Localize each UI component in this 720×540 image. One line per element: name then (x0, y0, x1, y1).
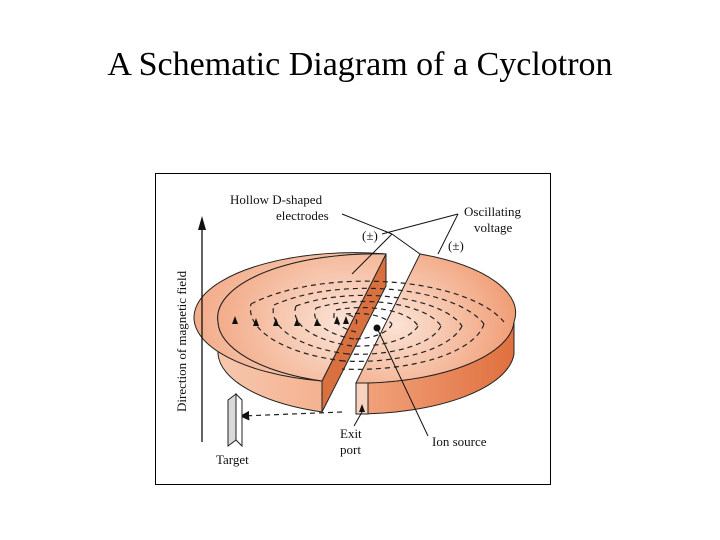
electrodes-label-line1: Hollow D-shaped (230, 192, 323, 207)
cyclotron-figure: Direction of magnetic field Hollow D-sha… (155, 173, 551, 485)
voltage-label-line2: voltage (474, 220, 512, 235)
cyclotron-diagram: Direction of magnetic field Hollow D-sha… (174, 192, 522, 467)
voltage-sign-right: (±) (448, 238, 464, 253)
slide-title: A Schematic Diagram of a Cyclotron (107, 46, 613, 83)
right-dee-top-face (355, 253, 517, 384)
voltage-label-line1: Oscillating (464, 204, 522, 219)
ion-source-label: Ion source (432, 434, 487, 449)
target-plate (227, 392, 243, 448)
electrodes-label-line2: electrodes (276, 208, 329, 223)
target-label: Target (216, 452, 249, 467)
exit-label-line2: port (340, 442, 361, 457)
exit-label-line1: Exit (340, 426, 362, 441)
magnetic-field-axis (198, 216, 206, 442)
orbit-direction-arrows (232, 316, 365, 412)
exit-beam-path (239, 410, 343, 421)
leader-lines (341, 213, 459, 437)
left-dee-top-face (217, 253, 387, 382)
voltage-sign-left: (±) (362, 228, 378, 243)
axis-label: Direction of magnetic field (174, 270, 189, 412)
